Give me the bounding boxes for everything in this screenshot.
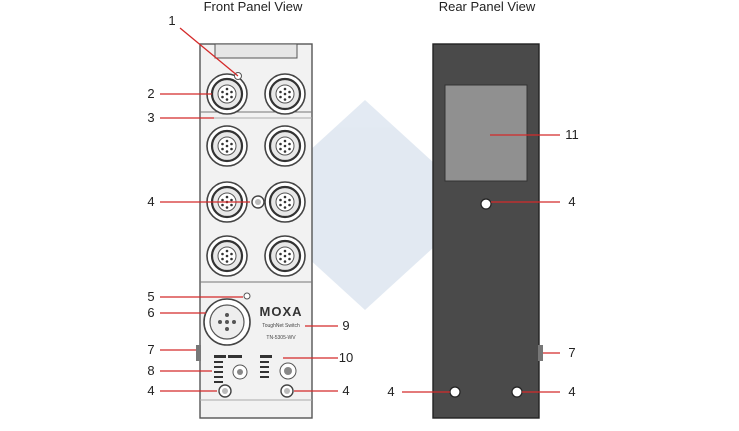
rear-panel (432, 43, 543, 419)
brand-logo: MOXA (260, 304, 303, 319)
svg-text:7: 7 (568, 345, 575, 360)
svg-text:4: 4 (147, 194, 154, 209)
svg-text:BK: BK (300, 155, 430, 255)
svg-text:4: 4 (342, 383, 349, 398)
ethernet-port (206, 73, 248, 115)
led-indicator-block (214, 355, 248, 383)
power-led (243, 292, 251, 300)
label-window (444, 84, 528, 182)
front-panel-title: Front Panel View (204, 0, 303, 14)
svg-text:5: 5 (147, 289, 154, 304)
port-connectors (206, 73, 306, 277)
svg-text:9: 9 (342, 318, 349, 333)
svg-text:4: 4 (387, 384, 394, 399)
front-callouts: 1 2 3 4 5 6 7 8 4 9 10 4 (147, 13, 353, 398)
mount-hole (449, 386, 461, 398)
ethernet-port (206, 125, 248, 167)
svg-text:11: 11 (565, 127, 579, 142)
ethernet-port (264, 181, 306, 223)
svg-text:4: 4 (568, 384, 575, 399)
svg-text:4: 4 (147, 383, 154, 398)
rear-panel-title: Rear Panel View (439, 0, 536, 14)
ethernet-port (264, 235, 306, 277)
svg-text:1: 1 (168, 13, 175, 28)
diagnostic-block (260, 355, 297, 380)
svg-text:6: 6 (147, 305, 154, 320)
series-name: ToughNet Switch (262, 323, 300, 329)
ethernet-port (206, 235, 248, 277)
svg-text:4: 4 (568, 194, 575, 209)
svg-text:3: 3 (147, 110, 154, 125)
mount-hole (480, 198, 492, 210)
model-name: TN-5305-WV (266, 335, 296, 341)
svg-text:7: 7 (147, 342, 154, 357)
ethernet-port (264, 73, 306, 115)
ethernet-port (264, 125, 306, 167)
svg-text:2: 2 (147, 86, 154, 101)
power-connector (203, 298, 251, 346)
svg-text:10: 10 (339, 350, 353, 365)
svg-text:8: 8 (147, 363, 154, 378)
mount-hole (511, 386, 523, 398)
rear-callouts: 11 4 7 4 4 (387, 127, 578, 399)
